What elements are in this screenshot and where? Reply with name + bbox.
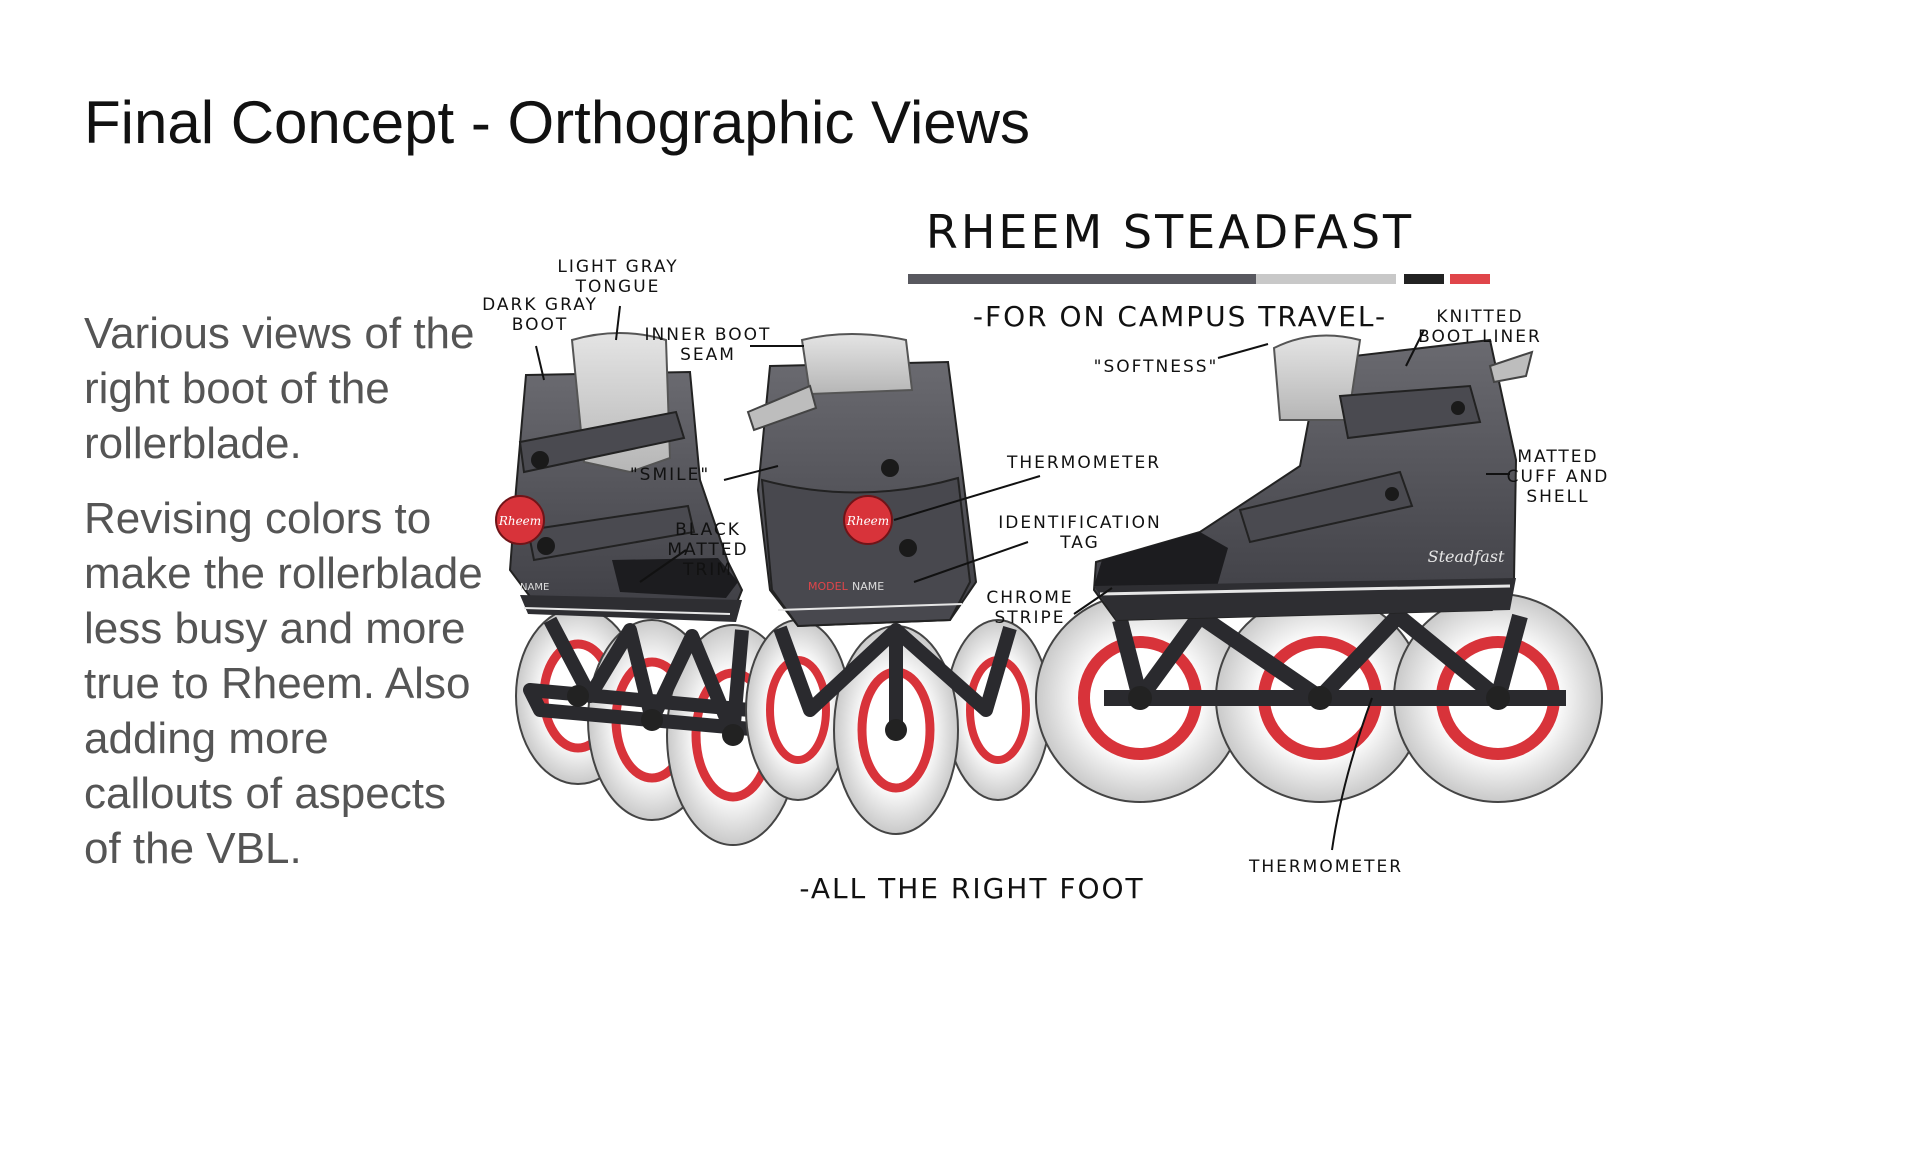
svg-text:TRIM: TRIM <box>682 560 733 580</box>
rear-view-liner <box>800 333 914 396</box>
side-view-brand-text: Steadfast <box>1428 547 1505 566</box>
svg-text:LIGHT GRAY: LIGHT GRAY <box>557 257 678 277</box>
side-view-pull-tab <box>1488 350 1534 384</box>
rear-view-logo-badge <box>843 495 893 545</box>
svg-text:TAG: TAG <box>1059 533 1100 553</box>
slide-title: Final Concept - Orthographic Views <box>84 89 1030 156</box>
svg-text:"SMILE": "SMILE" <box>630 465 710 485</box>
side-view-skate: Steadfast <box>1035 334 1603 803</box>
rear-view-pull-tab <box>746 384 818 432</box>
callout-light-gray-tongue: LIGHT GRAY TONGUE <box>557 257 678 341</box>
callout-knitted-boot-liner: KNITTED BOOT LINER <box>1405 307 1542 367</box>
svg-text:BOOT: BOOT <box>512 315 569 335</box>
svg-text:SHELL: SHELL <box>1526 487 1589 507</box>
front-view-strap <box>526 504 696 562</box>
svg-text:IDENTIFICATION: IDENTIFICATION <box>998 513 1161 533</box>
svg-text:BOOT LINER: BOOT LINER <box>1418 327 1542 347</box>
callout-identification-tag: IDENTIFICATION TAG <box>913 513 1161 583</box>
product-tagline: -FOR ON CAMPUS TRAVEL- <box>973 300 1387 333</box>
svg-text:MATTED: MATTED <box>1517 447 1598 467</box>
product-name: RHEEM STEADFAST <box>926 205 1414 259</box>
callout-black-matted-trim: BLACK MATTED TRIM <box>639 520 748 583</box>
palette-swatch-dark-gray <box>908 274 1256 284</box>
front-view-toe-cap <box>612 558 738 598</box>
front-view-logo-badge <box>495 495 545 545</box>
front-view-skate: Rheem NAME <box>495 332 800 846</box>
front-view-strap <box>518 410 686 474</box>
callout-thermometer-center: THERMOMETER <box>893 453 1161 521</box>
callout-smile: "SMILE" <box>630 465 779 485</box>
svg-text:THERMOMETER: THERMOMETER <box>1248 857 1403 877</box>
palette-swatch-light-gray <box>1256 274 1396 284</box>
callout-inner-boot-seam: INNER BOOT SEAM <box>645 325 804 365</box>
svg-text:INNER BOOT: INNER BOOT <box>645 325 772 345</box>
side-view-strap <box>1338 384 1482 440</box>
color-palette-bar <box>908 274 1490 284</box>
side-view-liner <box>1272 334 1362 421</box>
rear-view-name-label: NAME <box>852 580 884 593</box>
callout-matted-cuff-shell: MATTED CUFF AND SHELL <box>1486 447 1610 507</box>
svg-text:"SOFTNESS": "SOFTNESS" <box>1094 357 1219 377</box>
svg-text:THERMOMETER: THERMOMETER <box>1006 453 1161 473</box>
callout-dark-gray-boot: DARK GRAY BOOT <box>482 295 598 381</box>
svg-text:CUFF AND: CUFF AND <box>1507 467 1610 487</box>
rear-view-heel-cup <box>760 476 972 628</box>
svg-text:TONGUE: TONGUE <box>575 277 661 297</box>
svg-text:KNITTED: KNITTED <box>1436 307 1523 327</box>
description-paragraph: Various views of the right boot of the r… <box>84 309 475 468</box>
side-view-strap <box>1238 470 1414 544</box>
svg-text:STRIPE: STRIPE <box>995 608 1066 628</box>
rear-view-model-label: MODEL <box>808 580 849 593</box>
description-text: Various views of the right boot of the r… <box>84 306 484 896</box>
palette-swatch-red <box>1450 274 1490 284</box>
footer-note: -ALL THE RIGHT FOOT <box>799 872 1144 905</box>
svg-text:MATTED: MATTED <box>667 540 748 560</box>
front-view-sole <box>520 595 742 622</box>
callout-thermometer-right: THERMOMETER <box>1248 697 1403 877</box>
svg-text:CHROME: CHROME <box>986 588 1073 608</box>
rollerblade-sketch: RHEEM STEADFAST -FOR ON CAMPUS TRAVEL- <box>482 205 1610 905</box>
svg-text:SEAM: SEAM <box>680 345 736 365</box>
front-view-logo-text: Rheem <box>498 514 541 528</box>
palette-swatch-black <box>1404 274 1444 284</box>
side-view-chrome-stripe <box>1099 584 1511 596</box>
rear-view-logo-text: Rheem <box>846 514 889 528</box>
callout-softness: "SOFTNESS" <box>1094 343 1269 377</box>
description-paragraph: Revising colors to make the rollerblade … <box>84 494 483 873</box>
svg-text:DARK GRAY: DARK GRAY <box>482 295 598 315</box>
front-view-name-label: NAME <box>520 582 549 593</box>
callout-chrome-stripe: CHROME STRIPE <box>986 587 1113 628</box>
rear-view-skate: Rheem MODEL NAME <box>745 333 1051 835</box>
svg-text:BLACK: BLACK <box>675 520 741 540</box>
